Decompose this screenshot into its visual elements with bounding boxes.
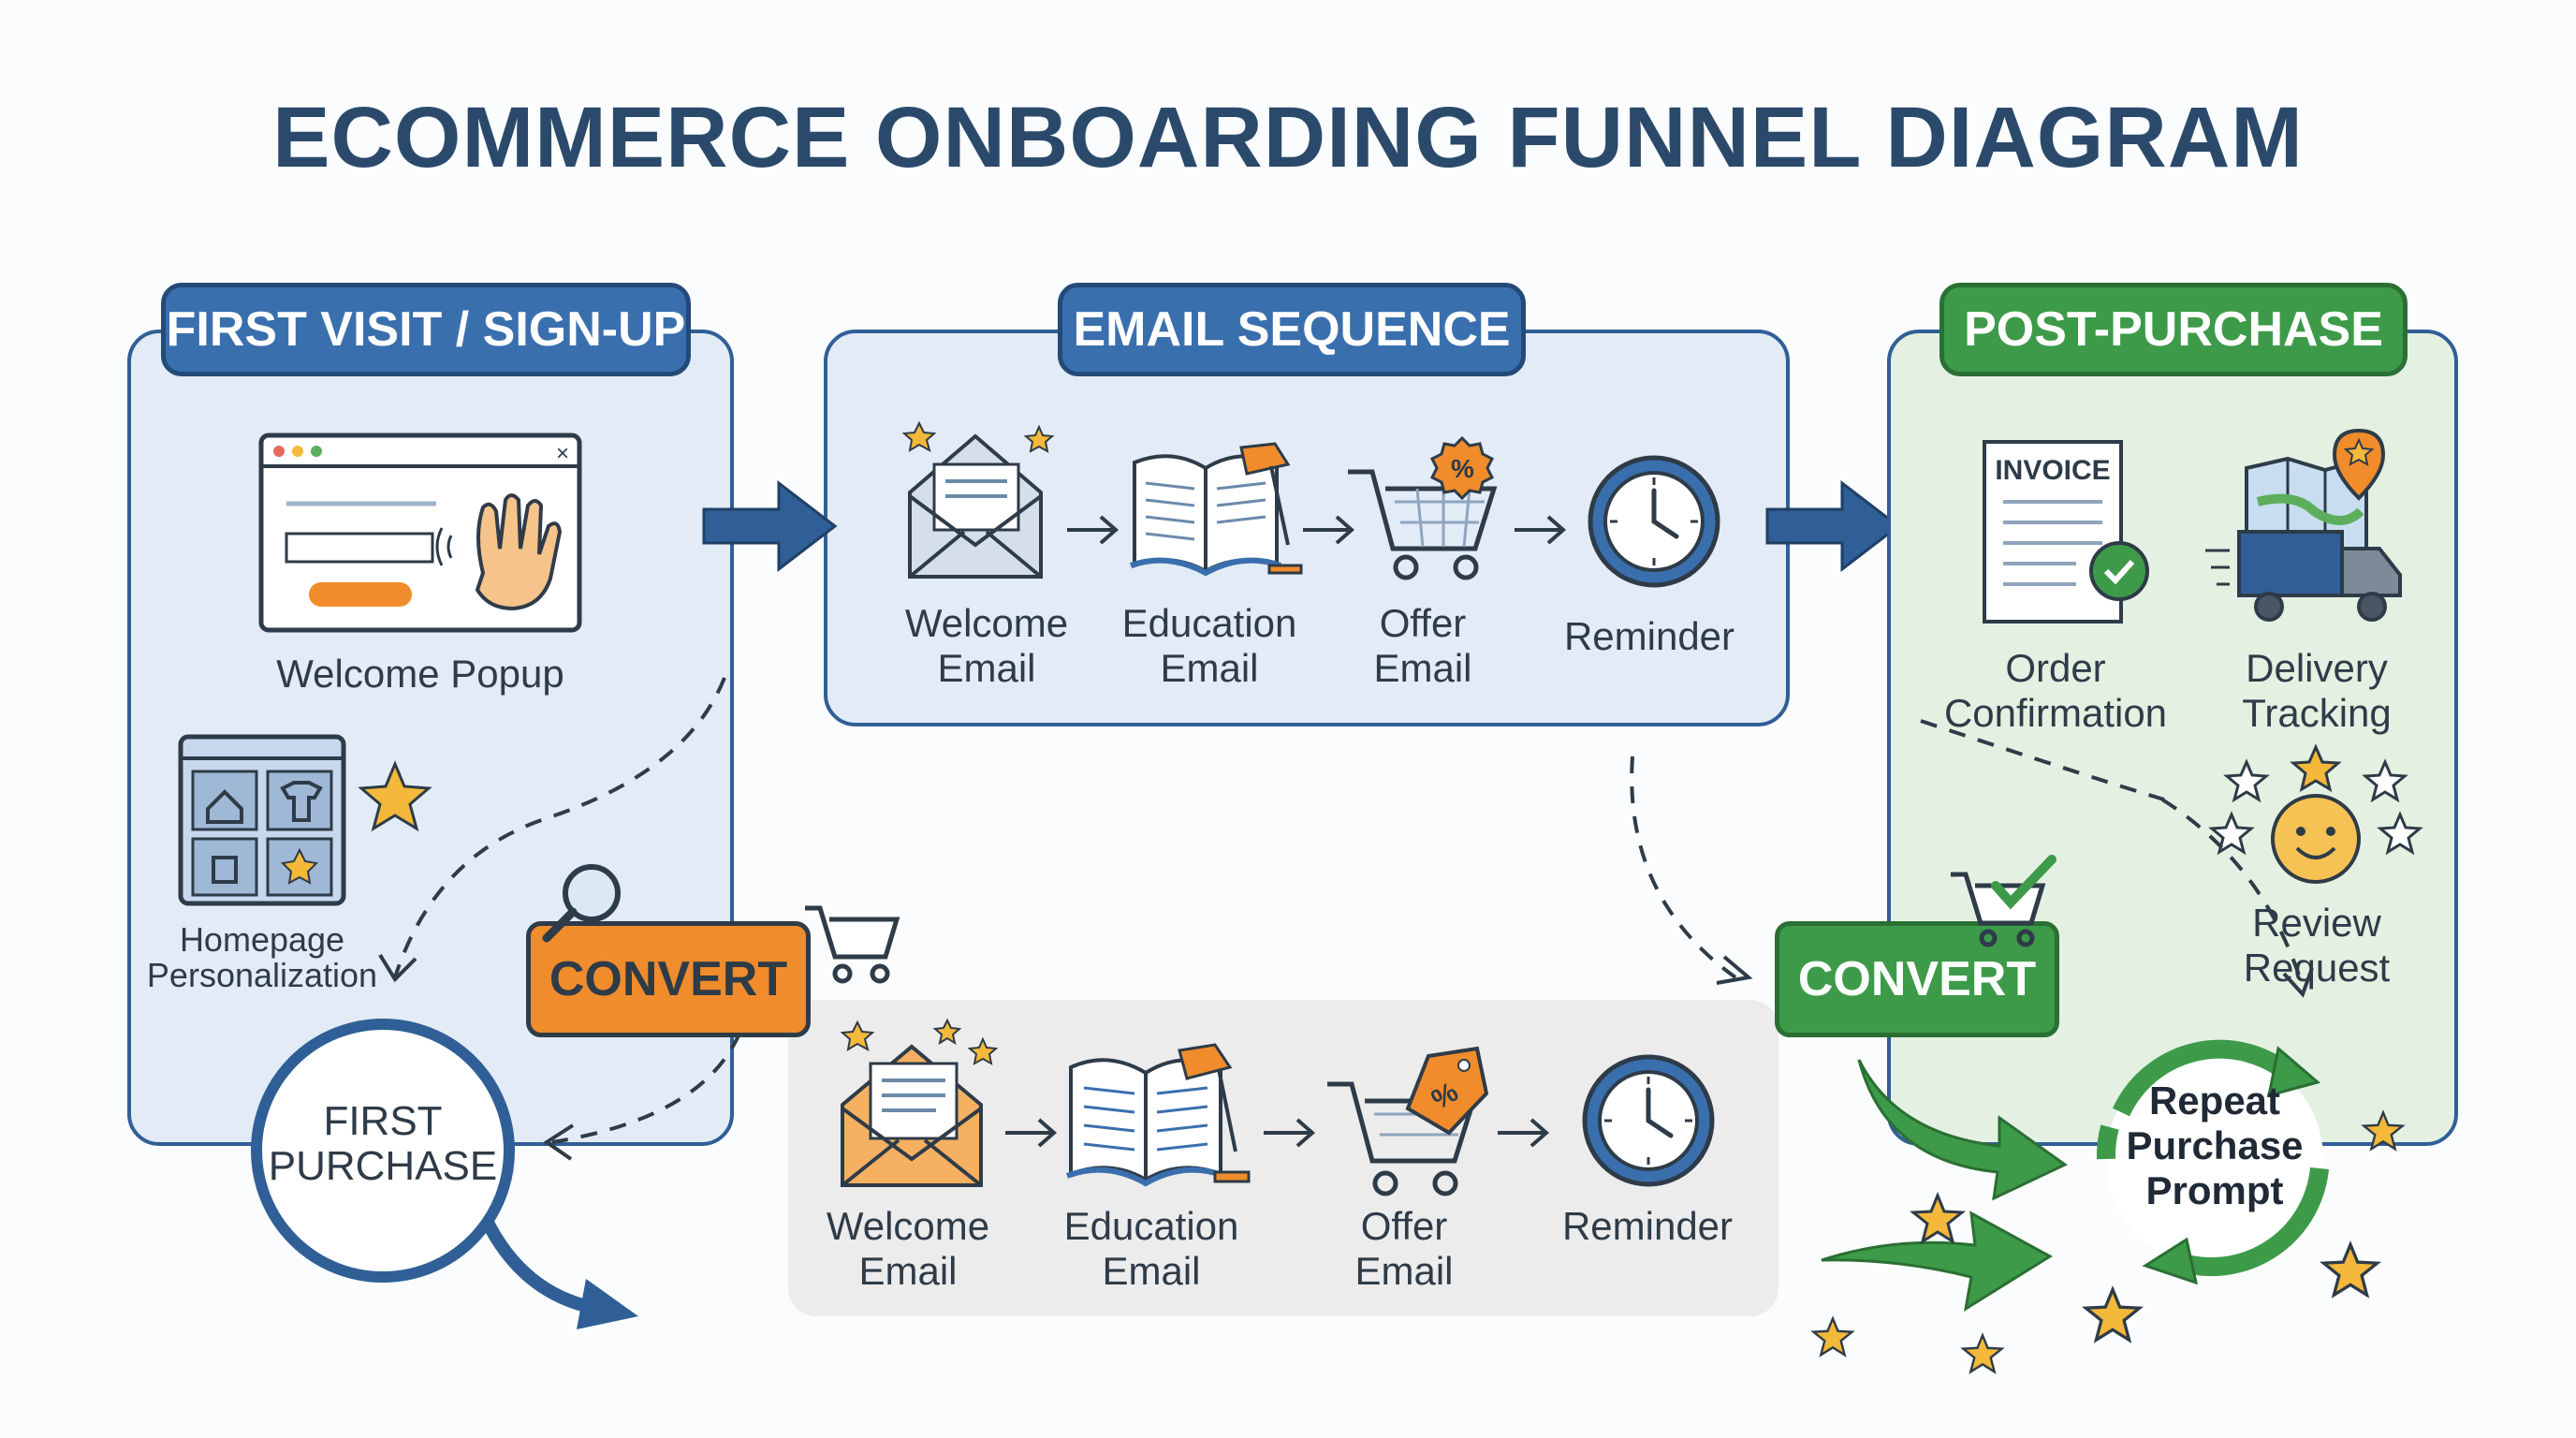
clock-icon xyxy=(1582,1054,1715,1187)
review-label-line2: Request xyxy=(2243,946,2391,990)
book-lamp-icon xyxy=(1130,442,1303,577)
first-purchase-line1: FIRST xyxy=(323,1098,443,1144)
lower-step-label-line1: Reminder xyxy=(1561,1204,1734,1248)
envelope-icon xyxy=(901,420,1055,579)
homepage-label-line1: Homepage xyxy=(179,920,345,959)
envelope-icon xyxy=(840,1018,999,1187)
lower-step-label-line1: Welcome xyxy=(826,1204,990,1248)
convert-badge-right: CONVERT xyxy=(1775,921,2059,1037)
email-step-label-line1: Offer xyxy=(1379,601,1467,645)
repeat-label-line1: Repeat xyxy=(2148,1078,2281,1123)
lower-step-label-line2: Email xyxy=(858,1249,958,1293)
svg-text:×: × xyxy=(556,441,569,466)
page-title: ECOMMERCE ONBOARDING FUNNEL DIAGRAM xyxy=(272,90,2304,185)
order-label-line1: Order xyxy=(2005,646,2106,690)
convert-badge-left: CONVERT xyxy=(526,921,811,1037)
email-step-label-line2: Email xyxy=(1373,646,1472,690)
homepage-grid-icon xyxy=(178,734,346,906)
curved-arrow-icon xyxy=(480,1217,638,1329)
post-purchase-tab: POST-PURCHASE xyxy=(1939,283,2408,376)
step-arrow-icon xyxy=(1498,1118,1550,1148)
swoosh-arrow-icon xyxy=(1821,1211,2053,1313)
star-icon xyxy=(2319,1240,2382,1299)
review-smiley-icon xyxy=(2208,743,2423,884)
lower-step-label-line1: Offer xyxy=(1360,1204,1448,1248)
review-label-line1: Review xyxy=(2252,901,2381,945)
cart-tag-icon: % xyxy=(1327,1046,1489,1196)
email-step-label-line2: Email xyxy=(937,646,1036,690)
star-icon xyxy=(1960,1332,2005,1374)
star-icon xyxy=(358,760,432,832)
order-label-line2: Confirmation xyxy=(1943,691,2168,735)
lower-step-label-line2: Email xyxy=(1354,1249,1454,1293)
repeat-cycle-icon xyxy=(2096,1039,2329,1285)
welcome-popup-label: Welcome Popup xyxy=(276,652,564,696)
cart-check-icon xyxy=(1951,855,2056,947)
repeat-label-line3: Prompt xyxy=(2145,1168,2284,1212)
cart-icon xyxy=(805,905,900,984)
step-arrow-icon xyxy=(1303,515,1355,545)
star-icon xyxy=(1909,1192,1967,1245)
magnifier-icon xyxy=(542,864,621,943)
email-step-label-line2: Email xyxy=(1160,646,1259,690)
email-step-label-line1: Reminder xyxy=(1563,614,1735,658)
star-icon xyxy=(2361,1109,2406,1152)
email-step-label-line1: Welcome xyxy=(904,601,1069,645)
flow-arrow-icon xyxy=(1765,479,1901,573)
lower-step-label-line2: Email xyxy=(1102,1249,1201,1293)
step-arrow-icon xyxy=(1264,1118,1316,1148)
step-arrow-icon xyxy=(1005,1118,1058,1148)
first-visit-tab: FIRST VISIT / SIGN-UP xyxy=(161,283,691,376)
star-icon xyxy=(1810,1315,1855,1357)
invoice-text: INVOICE xyxy=(1995,455,2111,486)
step-arrow-icon xyxy=(1067,515,1120,545)
welcome-popup-icon: × xyxy=(258,433,582,633)
star-icon xyxy=(2081,1285,2144,1343)
delivery-truck-icon xyxy=(2205,428,2402,622)
repeat-label-line2: Purchase xyxy=(2126,1123,2304,1167)
delivery-label-line1: Delivery xyxy=(2246,646,2388,690)
clock-icon xyxy=(1588,455,1720,588)
email-sequence-tab: EMAIL SEQUENCE xyxy=(1058,283,1526,376)
email-step-label-line1: Education xyxy=(1121,601,1297,645)
first-purchase-line2: PURCHASE xyxy=(268,1143,498,1189)
lower-step-label-line1: Education xyxy=(1063,1204,1239,1248)
homepage-label-line2: Personalization xyxy=(146,956,378,994)
swoosh-arrow-icon xyxy=(1857,1059,2068,1201)
invoice-lines xyxy=(2003,500,2149,601)
delivery-label-line2: Tracking xyxy=(2242,691,2392,735)
cart-discount-icon: % xyxy=(1348,435,1498,580)
book-lamp-icon xyxy=(1065,1043,1251,1187)
flow-arrow-icon xyxy=(702,479,838,573)
step-arrow-icon xyxy=(1515,515,1567,545)
svg-text:%: % xyxy=(1451,454,1474,483)
